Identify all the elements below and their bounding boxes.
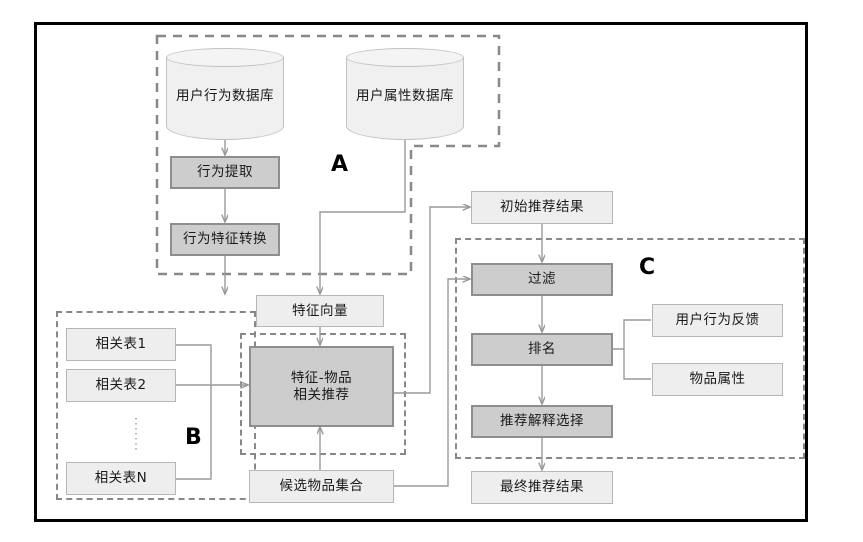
- db-user-behavior-label: 用户行为数据库: [176, 88, 274, 104]
- db-user-attribute-label: 用户属性数据库: [356, 88, 454, 104]
- node-initial-rec-result[interactable]: 初始推荐结果: [471, 191, 613, 224]
- node-behavior-extract[interactable]: 行为提取: [170, 156, 280, 189]
- node-rec-explanation-select[interactable]: 推荐解释选择: [471, 405, 613, 438]
- node-related-table-2[interactable]: 相关表2: [66, 369, 176, 402]
- db-user-attribute: 用户属性数据库: [346, 48, 464, 140]
- group-label-a: A: [331, 152, 349, 177]
- group-label-b: B: [185, 425, 202, 450]
- node-feature-item-recommendation-line2: 相关推荐: [293, 386, 350, 403]
- node-feature-vector[interactable]: 特征向量: [256, 295, 384, 327]
- node-feature-item-recommendation[interactable]: 特征-物品 相关推荐: [249, 346, 394, 427]
- node-final-rec-result[interactable]: 最终推荐结果: [471, 471, 613, 504]
- db-user-attribute-body: [346, 57, 464, 140]
- node-feature-item-recommendation-line1: 特征-物品: [290, 369, 353, 386]
- node-filter[interactable]: 过滤: [471, 263, 613, 296]
- node-behavior-feature-transform[interactable]: 行为特征转换: [170, 223, 280, 256]
- node-item-attribute[interactable]: 物品属性: [652, 363, 783, 396]
- node-user-behavior-feedback[interactable]: 用户行为反馈: [652, 304, 783, 337]
- db-user-behavior-top: [166, 48, 284, 67]
- db-user-attribute-top: [346, 48, 464, 67]
- db-user-behavior: 用户行为数据库: [166, 48, 284, 140]
- db-user-behavior-body: [166, 57, 284, 140]
- group-label-c: C: [639, 255, 656, 280]
- node-related-table-1[interactable]: 相关表1: [66, 328, 176, 361]
- node-candidate-item-set[interactable]: 候选物品集合: [249, 470, 394, 503]
- node-related-table-n[interactable]: 相关表N: [66, 462, 176, 495]
- node-ranking[interactable]: 排名: [471, 333, 613, 366]
